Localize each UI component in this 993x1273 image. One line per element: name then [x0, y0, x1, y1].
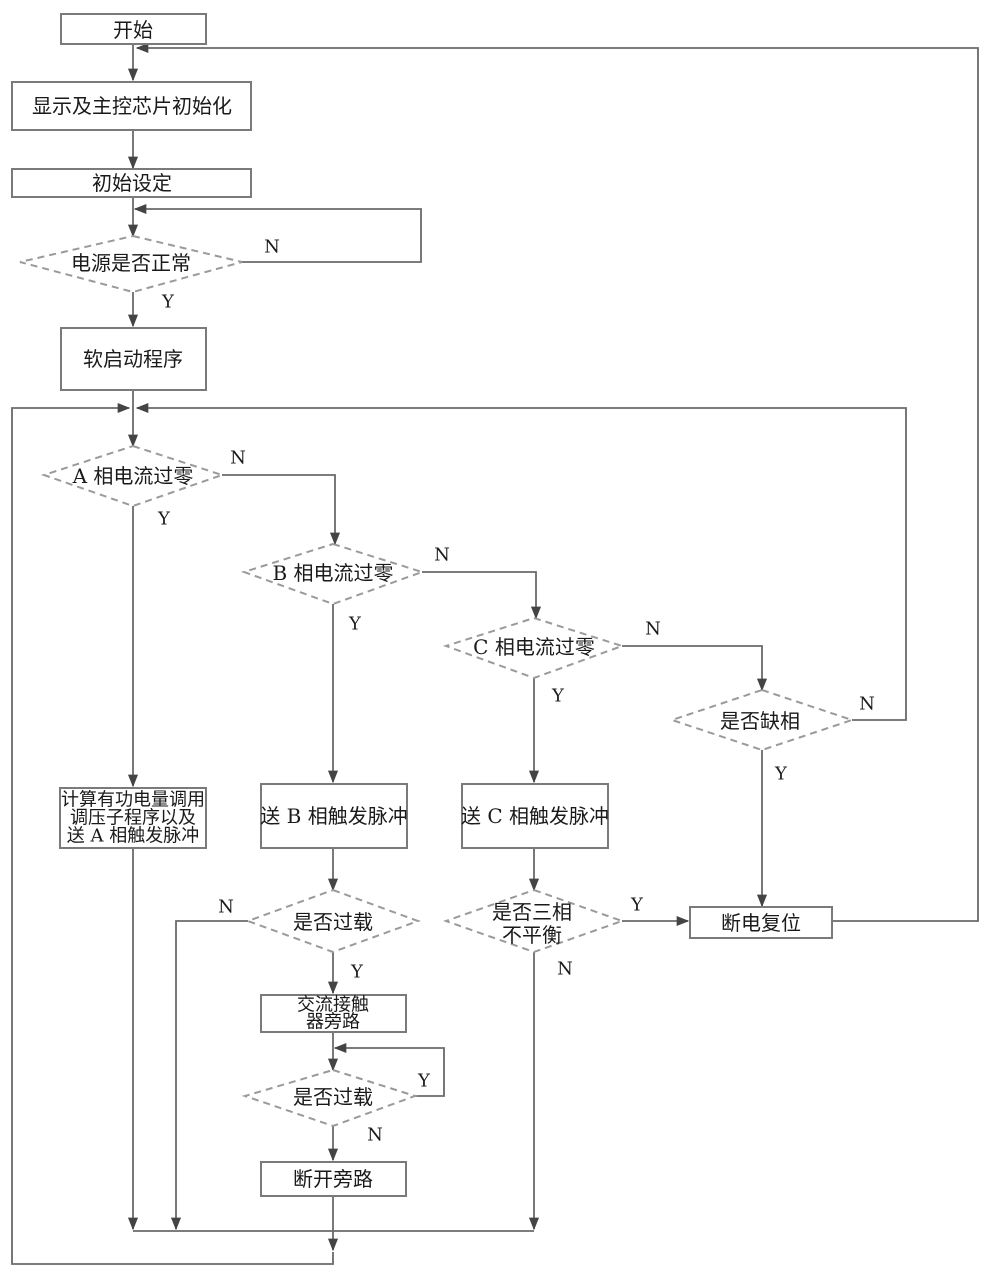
node-open-bypass-label: 断开旁路 — [293, 1167, 373, 1191]
decision-phase-loss: 是否缺相 — [668, 688, 856, 752]
edge-phaseloss-no — [135, 402, 907, 721]
decision-c-zero: C 相电流过零 — [442, 616, 626, 680]
node-start: 开始 — [60, 13, 207, 45]
label-b-yes: Y — [348, 614, 362, 635]
decision-a-zero-label: A 相电流过零 — [72, 464, 194, 488]
label-phaseloss-yes: Y — [774, 764, 788, 785]
decision-overload-1-label: 是否过载 — [293, 910, 373, 934]
decision-overload-2: 是否过载 — [241, 1068, 419, 1128]
label-power-yes: Y — [161, 292, 175, 313]
label-a-yes: Y — [157, 509, 171, 530]
label-overload2-yes: Y — [417, 1071, 431, 1092]
edge-power-no-loop — [133, 203, 422, 263]
decision-b-zero-label: B 相电流过零 — [272, 561, 393, 585]
decision-overload-2-label: 是否过载 — [293, 1085, 373, 1109]
edge-return-loop — [11, 402, 334, 1265]
node-start-label: 开始 — [113, 18, 153, 42]
node-bypass-line2: 器旁路 — [306, 1012, 360, 1033]
edge-labels: N Y N Y N Y N Y N Y N Y Y N Y N — [157, 237, 875, 1146]
edge-c-no — [622, 645, 768, 692]
label-overload1-yes: Y — [350, 962, 364, 983]
edge-a-no — [222, 474, 341, 546]
node-soft-start-label: 软启动程序 — [83, 347, 183, 371]
node-init-setting: 初始设定 — [11, 168, 252, 198]
node-reset-label: 断电复位 — [721, 911, 801, 935]
label-power-no: N — [264, 237, 280, 258]
edge-b-no — [422, 571, 542, 620]
label-overload2-no: N — [367, 1125, 383, 1146]
decision-unbalance: 是否三相 不平衡 — [442, 888, 626, 954]
decision-unbalance-line1: 是否三相 — [492, 900, 572, 924]
node-calc-a-line2: 调压子程序以及 — [70, 808, 196, 829]
node-calc-a-line3: 送 A 相触发脉冲 — [67, 826, 199, 847]
node-init-display-label: 显示及主控芯片初始化 — [32, 94, 232, 118]
label-phaseloss-no: N — [859, 694, 875, 715]
label-c-yes: Y — [551, 686, 565, 707]
label-a-no: N — [230, 448, 246, 469]
label-overload1-no: N — [218, 897, 234, 918]
node-soft-start: 软启动程序 — [60, 327, 207, 391]
decision-power-label: 电源是否正常 — [71, 251, 191, 275]
edge-reset-restart — [135, 42, 979, 922]
decision-a-zero: A 相电流过零 — [40, 444, 226, 508]
node-bypass: 交流接触 器旁路 — [260, 994, 407, 1033]
connectors — [11, 42, 979, 1265]
decision-b-zero: B 相电流过零 — [240, 542, 426, 606]
node-calc-a: 计算有功电量调用 调压子程序以及 送 A 相触发脉冲 — [59, 787, 207, 849]
decision-power: 电源是否正常 — [19, 234, 243, 294]
node-reset: 断电复位 — [689, 906, 833, 939]
node-send-c-label: 送 C 相触发脉冲 — [461, 804, 609, 828]
node-bypass-line1: 交流接触 — [297, 995, 369, 1016]
node-init-setting-label: 初始设定 — [92, 171, 172, 195]
node-calc-a-line1: 计算有功电量调用 — [61, 790, 205, 811]
edge-overload1-no — [170, 920, 248, 1231]
decision-c-zero-label: C 相电流过零 — [473, 635, 595, 659]
label-unbalance-yes: Y — [630, 895, 644, 916]
node-init-display: 显示及主控芯片初始化 — [11, 81, 252, 131]
node-send-b-label: 送 B 相触发脉冲 — [260, 804, 407, 828]
edge-overload2-yes-loop — [333, 1042, 445, 1097]
label-unbalance-no: N — [557, 959, 573, 980]
node-open-bypass: 断开旁路 — [260, 1161, 407, 1197]
node-send-b: 送 B 相触发脉冲 — [260, 783, 408, 849]
label-c-no: N — [645, 619, 661, 640]
label-b-no: N — [434, 545, 450, 566]
decision-overload-1: 是否过载 — [245, 888, 421, 954]
decision-unbalance-line2: 不平衡 — [502, 923, 562, 947]
node-send-c: 送 C 相触发脉冲 — [461, 783, 609, 849]
decision-phase-loss-label: 是否缺相 — [720, 709, 800, 733]
